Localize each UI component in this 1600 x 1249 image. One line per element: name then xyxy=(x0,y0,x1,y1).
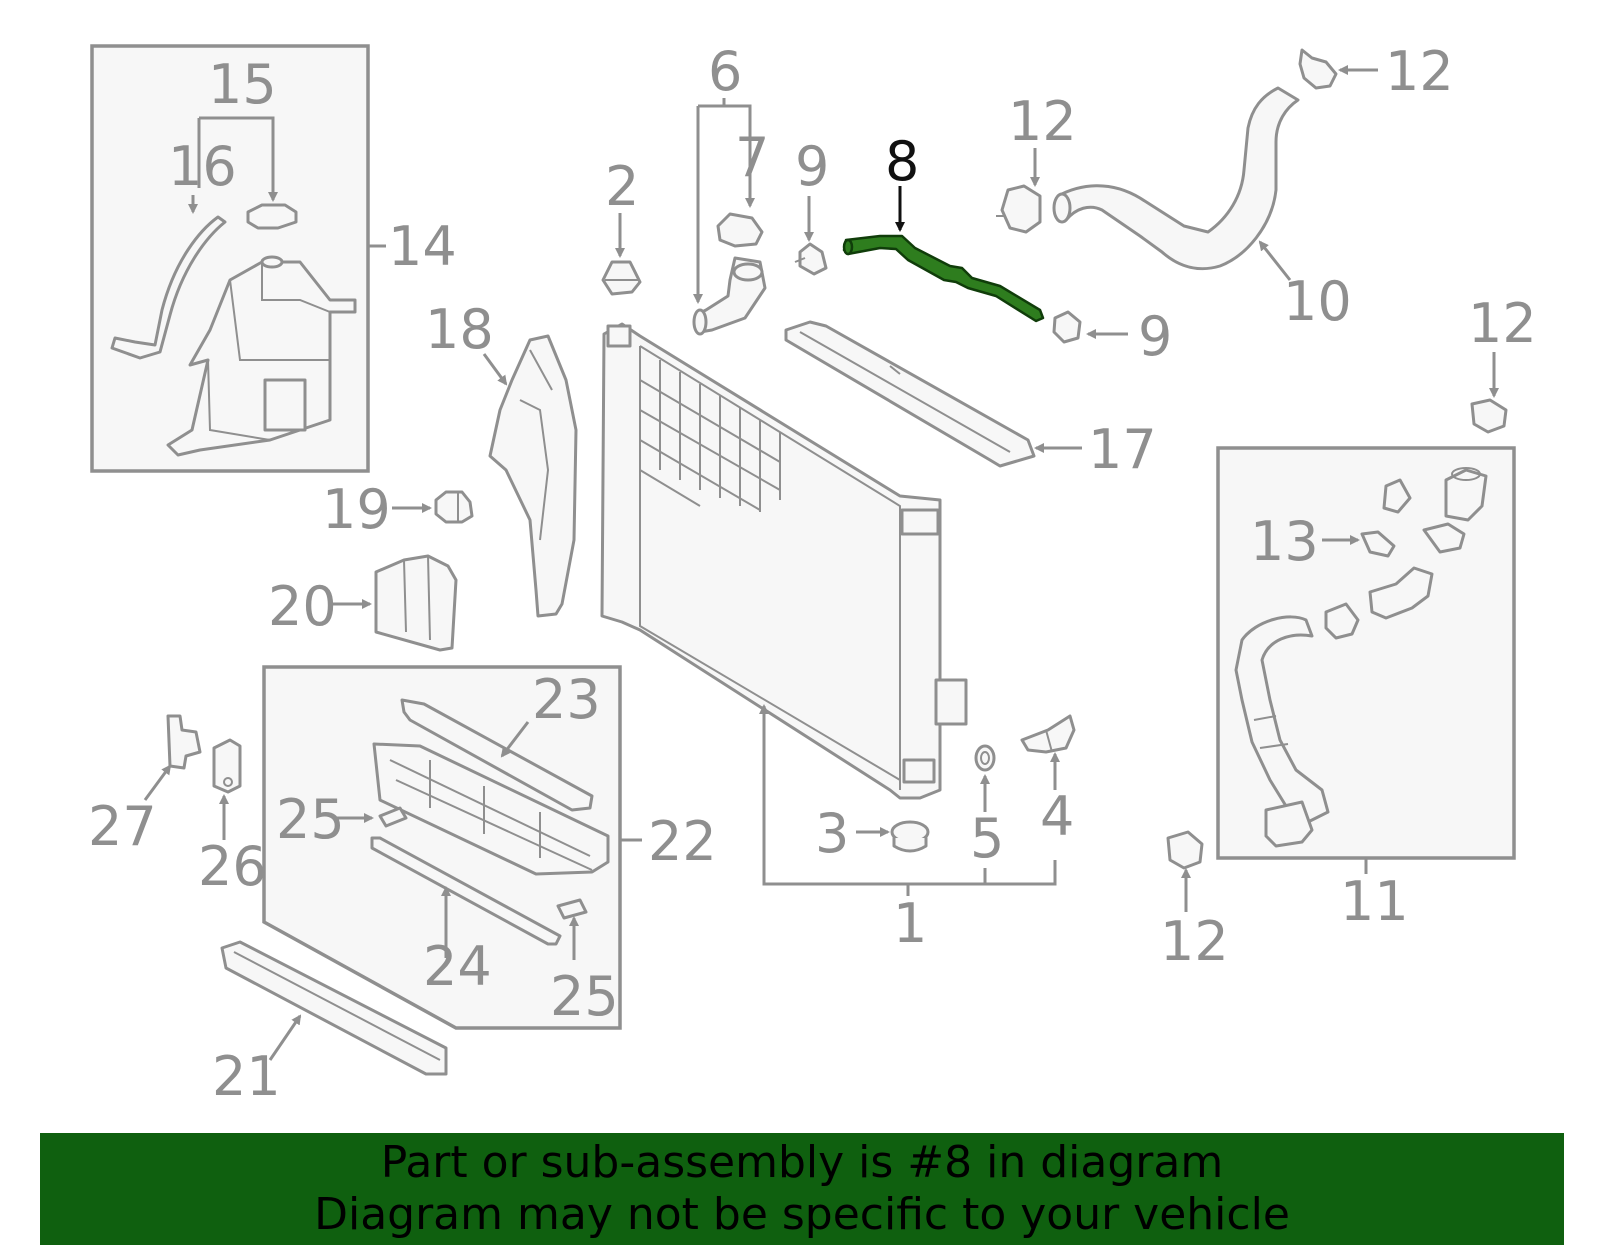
drain-plug[interactable] xyxy=(1020,714,1076,754)
callout-5: 5 xyxy=(970,807,1004,870)
grille-shutter[interactable] xyxy=(372,742,610,876)
hose-clamp-12-top[interactable] xyxy=(1298,48,1338,90)
radiator-assembly[interactable] xyxy=(600,322,968,800)
callout-12-right: 12 xyxy=(1468,292,1537,355)
callout-23: 23 xyxy=(532,668,601,731)
filler-neck[interactable] xyxy=(692,256,767,336)
radiator-cap[interactable] xyxy=(601,260,642,296)
shutter-upper-seal[interactable] xyxy=(400,698,594,812)
shutter-pad-right[interactable] xyxy=(556,898,588,920)
o-ring[interactable] xyxy=(974,744,996,772)
callout-3: 3 xyxy=(815,802,849,865)
callout-2: 2 xyxy=(605,155,639,218)
side-air-guide[interactable] xyxy=(488,334,578,618)
hose-clamp-12-bottom[interactable] xyxy=(1166,830,1204,870)
callout-12-top-right: 12 xyxy=(1385,40,1454,103)
sensor-13[interactable] xyxy=(1360,530,1396,558)
callout-14: 14 xyxy=(388,215,457,278)
callout-11: 11 xyxy=(1340,870,1409,933)
lower-reinforcement[interactable] xyxy=(220,940,448,1076)
callout-10: 10 xyxy=(1283,270,1352,333)
banner-line-1: Part or sub-assembly is #8 in diagram xyxy=(380,1137,1224,1188)
rubber-mount[interactable] xyxy=(890,820,930,853)
callout-16: 16 xyxy=(168,135,237,198)
radiator-upper-support[interactable] xyxy=(784,320,1036,468)
callout-20: 20 xyxy=(268,575,337,638)
callout-18: 18 xyxy=(425,298,494,361)
air-guide-bracket[interactable] xyxy=(374,554,458,652)
callout-12-bottom: 12 xyxy=(1160,910,1229,973)
actuator-cover[interactable] xyxy=(212,738,242,794)
callout-19: 19 xyxy=(322,478,391,541)
callout-9-top: 9 xyxy=(795,135,829,198)
bracket-11[interactable] xyxy=(1382,478,1412,514)
hose-connector[interactable] xyxy=(1368,566,1434,620)
info-banner: Part or sub-assembly is #8 in diagram Di… xyxy=(40,1133,1564,1245)
callout-6: 6 xyxy=(708,40,742,103)
shutter-bracket[interactable] xyxy=(166,714,202,770)
clamp-11b[interactable] xyxy=(1422,522,1466,554)
reservoir-hose[interactable] xyxy=(110,215,227,360)
hose-clamp-12-left[interactable] xyxy=(996,184,1042,234)
reservoir-cap[interactable] xyxy=(246,203,298,269)
callout-12-top-left: 12 xyxy=(1008,90,1077,153)
group-box-22 xyxy=(262,665,622,1030)
callout-13: 13 xyxy=(1250,510,1319,573)
clamp-11a[interactable] xyxy=(1324,602,1360,640)
reservoir-tank[interactable] xyxy=(166,260,357,457)
hose-clamp-upper[interactable] xyxy=(794,242,828,276)
parts-diagram: 15 16 14 2 6 7 9 9 8 12 xyxy=(88,40,1537,1108)
lower-radiator-hose[interactable] xyxy=(1234,615,1330,848)
callout-15: 15 xyxy=(208,53,277,116)
callout-25-right: 25 xyxy=(550,965,619,1028)
shutter-pad-left[interactable] xyxy=(378,806,408,828)
callout-1: 1 xyxy=(893,892,927,955)
callout-9-right: 9 xyxy=(1138,305,1172,368)
callout-4: 4 xyxy=(1040,785,1074,848)
callout-17: 17 xyxy=(1088,418,1157,481)
upper-radiator-hose[interactable] xyxy=(1052,86,1300,271)
highlighted-part-8-pipe[interactable] xyxy=(842,234,1045,323)
callout-8: 8 xyxy=(885,130,919,193)
callout-24: 24 xyxy=(423,935,492,998)
callout-27: 27 xyxy=(88,795,157,858)
hose-clamp-lower[interactable] xyxy=(1052,310,1082,344)
callout-22: 22 xyxy=(648,810,717,873)
hose-elbow[interactable] xyxy=(1444,467,1488,522)
callout-25-left: 25 xyxy=(276,788,345,851)
banner-line-2: Diagram may not be specific to your vehi… xyxy=(314,1189,1290,1240)
callout-7: 7 xyxy=(735,126,769,189)
callout-21: 21 xyxy=(212,1045,281,1108)
shutter-lower-seal[interactable] xyxy=(370,836,562,946)
callout-26: 26 xyxy=(198,835,267,898)
hose-clamp-12-right[interactable] xyxy=(1470,398,1508,434)
retainer-clip[interactable] xyxy=(434,490,474,524)
filler-cap[interactable] xyxy=(716,212,764,248)
